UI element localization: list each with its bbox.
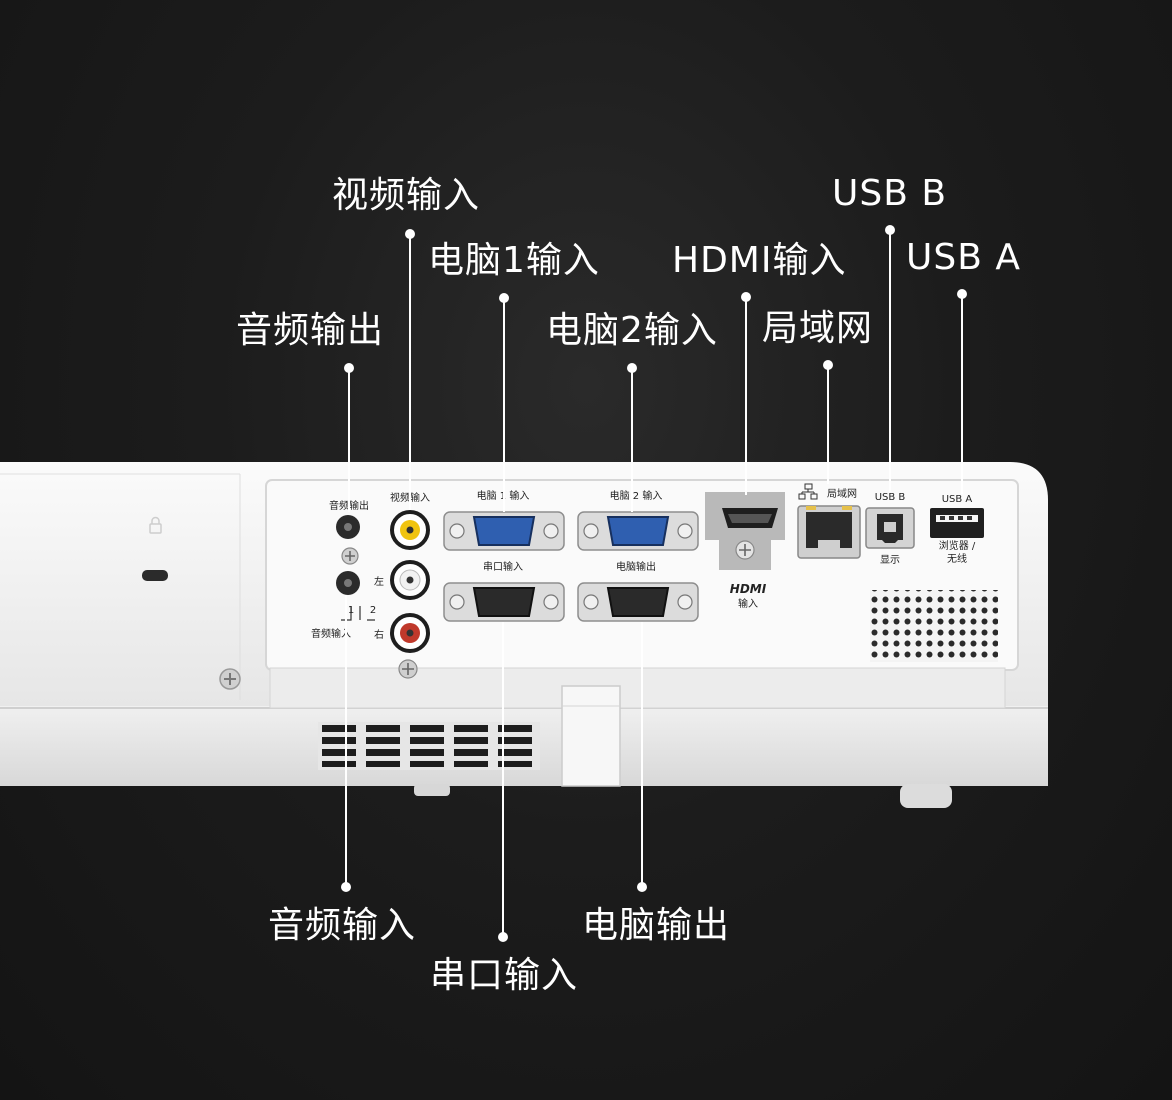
panel-label-usb-a-sub1: 浏览器 / [939,539,976,552]
screw-icon [398,659,418,679]
callout-pc2-in: 电脑2输入 [546,310,718,351]
usb-b-port [865,507,915,549]
panel-label-serial-in: 串口输入 [483,560,523,573]
callout-serial-in: 串口输入 [430,955,579,996]
audio-out-jack [336,515,360,539]
panel-label-right: 右 [374,628,384,641]
panel-label-hdmi-sub: 输入 [738,597,758,610]
panel-labels: 音频输出 视频输入 电脑 1 输入 电脑 2 输入 串口输入 电脑输出 局域网 … [311,487,976,641]
foot-right [900,784,952,808]
vga-monitor-out [577,582,699,622]
panel-label-monitor-out: 电脑输出 [616,560,656,573]
audio-in-jack [336,571,360,595]
panel-label-left: 左 [374,575,384,588]
panel-label-usb-b-sub: 显示 [880,554,900,566]
lock-icon [149,516,162,534]
security-slot [142,570,168,581]
panel-label-hdmi-logo: HDMI [730,582,767,596]
foot-left [414,784,450,796]
panel-label-usb-a: USB A [942,494,973,505]
vga-pc1-in [443,511,565,551]
panel-label-audio-in: 音频输入 [311,627,351,640]
panel-label-two: 2 [370,605,376,616]
callout-audio-out: 音频输出 [236,310,385,351]
callout-hdmi-in: HDMI输入 [672,240,847,281]
serial-rs232-in [443,582,565,622]
rca-audio-red [390,613,430,653]
leader-lines [345,230,963,937]
callout-pc-out: 电脑输出 [582,905,731,946]
panel-label-pc2-in: 电脑 2 输入 [610,489,663,502]
panel-label-one: 1 [348,605,354,616]
network-icon [798,483,818,500]
panel-label-usb-a-sub2: 无线 [947,552,967,565]
vga-pc2-in [577,511,699,551]
callout-audio-in: 音频输入 [268,905,417,946]
hdmi-port [705,492,785,570]
bottom-vent [318,722,540,770]
callout-usb-b: USB B [832,173,948,214]
speaker-grille [870,590,998,662]
panel-label-usb-b: USB B [875,492,906,503]
rca-audio-white [390,560,430,600]
panel-label-lan: 局域网 [827,487,857,500]
rca-video-yellow [390,510,430,550]
screw-icon [341,547,359,565]
callout-usb-a: USB A [906,237,1021,278]
lan-port [797,505,861,559]
callout-video-in: 视频输入 [332,175,481,216]
usb-a-port [930,508,984,538]
screw-icon [219,668,241,690]
callout-lan: 局域网 [762,308,874,349]
callout-pc1-in: 电脑1输入 [428,240,600,281]
leader-dots [341,225,967,942]
